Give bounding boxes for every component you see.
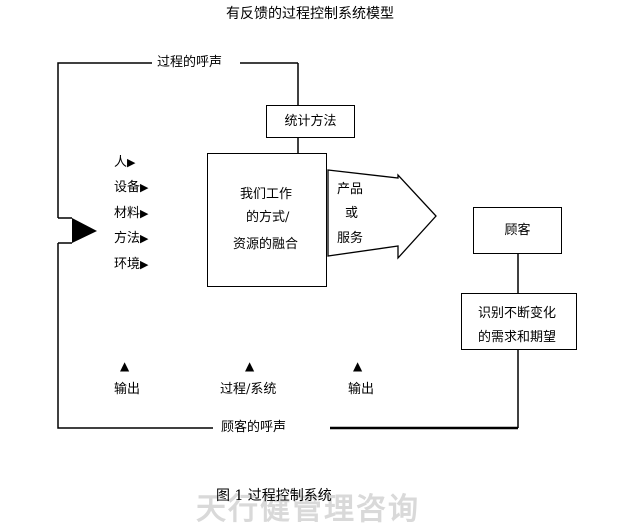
- needs-line-1: 识别不断变化: [478, 306, 557, 321]
- customer-box: 顾客: [473, 207, 562, 254]
- input-item-environment: 环境▶: [114, 257, 149, 272]
- bottom-label-process: 过程/系统: [220, 382, 277, 397]
- up-triangle-icon: ▲: [353, 359, 363, 373]
- or-label: 或: [345, 206, 359, 221]
- input-arrow-icon: ▶: [127, 156, 136, 169]
- bottom-label-output: 输出: [348, 382, 375, 397]
- input-item-people: 人▶: [114, 155, 136, 170]
- work-line-1: 我们工作: [240, 187, 293, 202]
- needs-box: 识别不断变化 的需求和期望: [461, 293, 577, 350]
- process-voice-loop: [57, 62, 152, 218]
- needs-line-2: 的需求和期望: [478, 330, 557, 345]
- input-arrow-icon: ▶: [140, 258, 149, 271]
- input-arrow-icon: ▶: [140, 232, 149, 245]
- voice-of-process-label: 过程的呼声: [157, 55, 223, 70]
- input-arrow-head: [72, 218, 97, 243]
- work-methods-box: 我们工作 的方式/ 资源的融合: [207, 153, 327, 287]
- input-item-materials: 材料▶: [114, 206, 149, 221]
- statistical-methods-box: 统计方法: [266, 105, 355, 138]
- customer-voice-loop-left: [57, 243, 213, 429]
- input-item-equipment: 设备▶: [114, 180, 149, 195]
- input-item-methods: 方法▶: [114, 231, 149, 246]
- input-arrow-icon: ▶: [140, 181, 149, 194]
- figure-caption: 图 1 过程控制系统: [216, 488, 332, 504]
- bottom-label-input: 输出: [114, 382, 141, 397]
- up-triangle-icon: ▲: [245, 359, 255, 373]
- diagram-title: 有反馈的过程控制系统模型: [226, 6, 394, 22]
- up-triangle-icon: ▲: [120, 359, 130, 373]
- voice-of-customer-label: 顾客的呼声: [221, 420, 287, 435]
- statistical-methods-label: 统计方法: [284, 113, 337, 129]
- service-label: 服务: [337, 231, 364, 246]
- work-line-2: 的方式/: [246, 210, 290, 225]
- input-arrow-icon: ▶: [140, 207, 149, 220]
- product-arrow: [327, 169, 437, 260]
- product-label: 产品: [337, 182, 364, 197]
- customer-label: 顾客: [504, 222, 531, 238]
- work-line-3: 资源的融合: [233, 237, 299, 252]
